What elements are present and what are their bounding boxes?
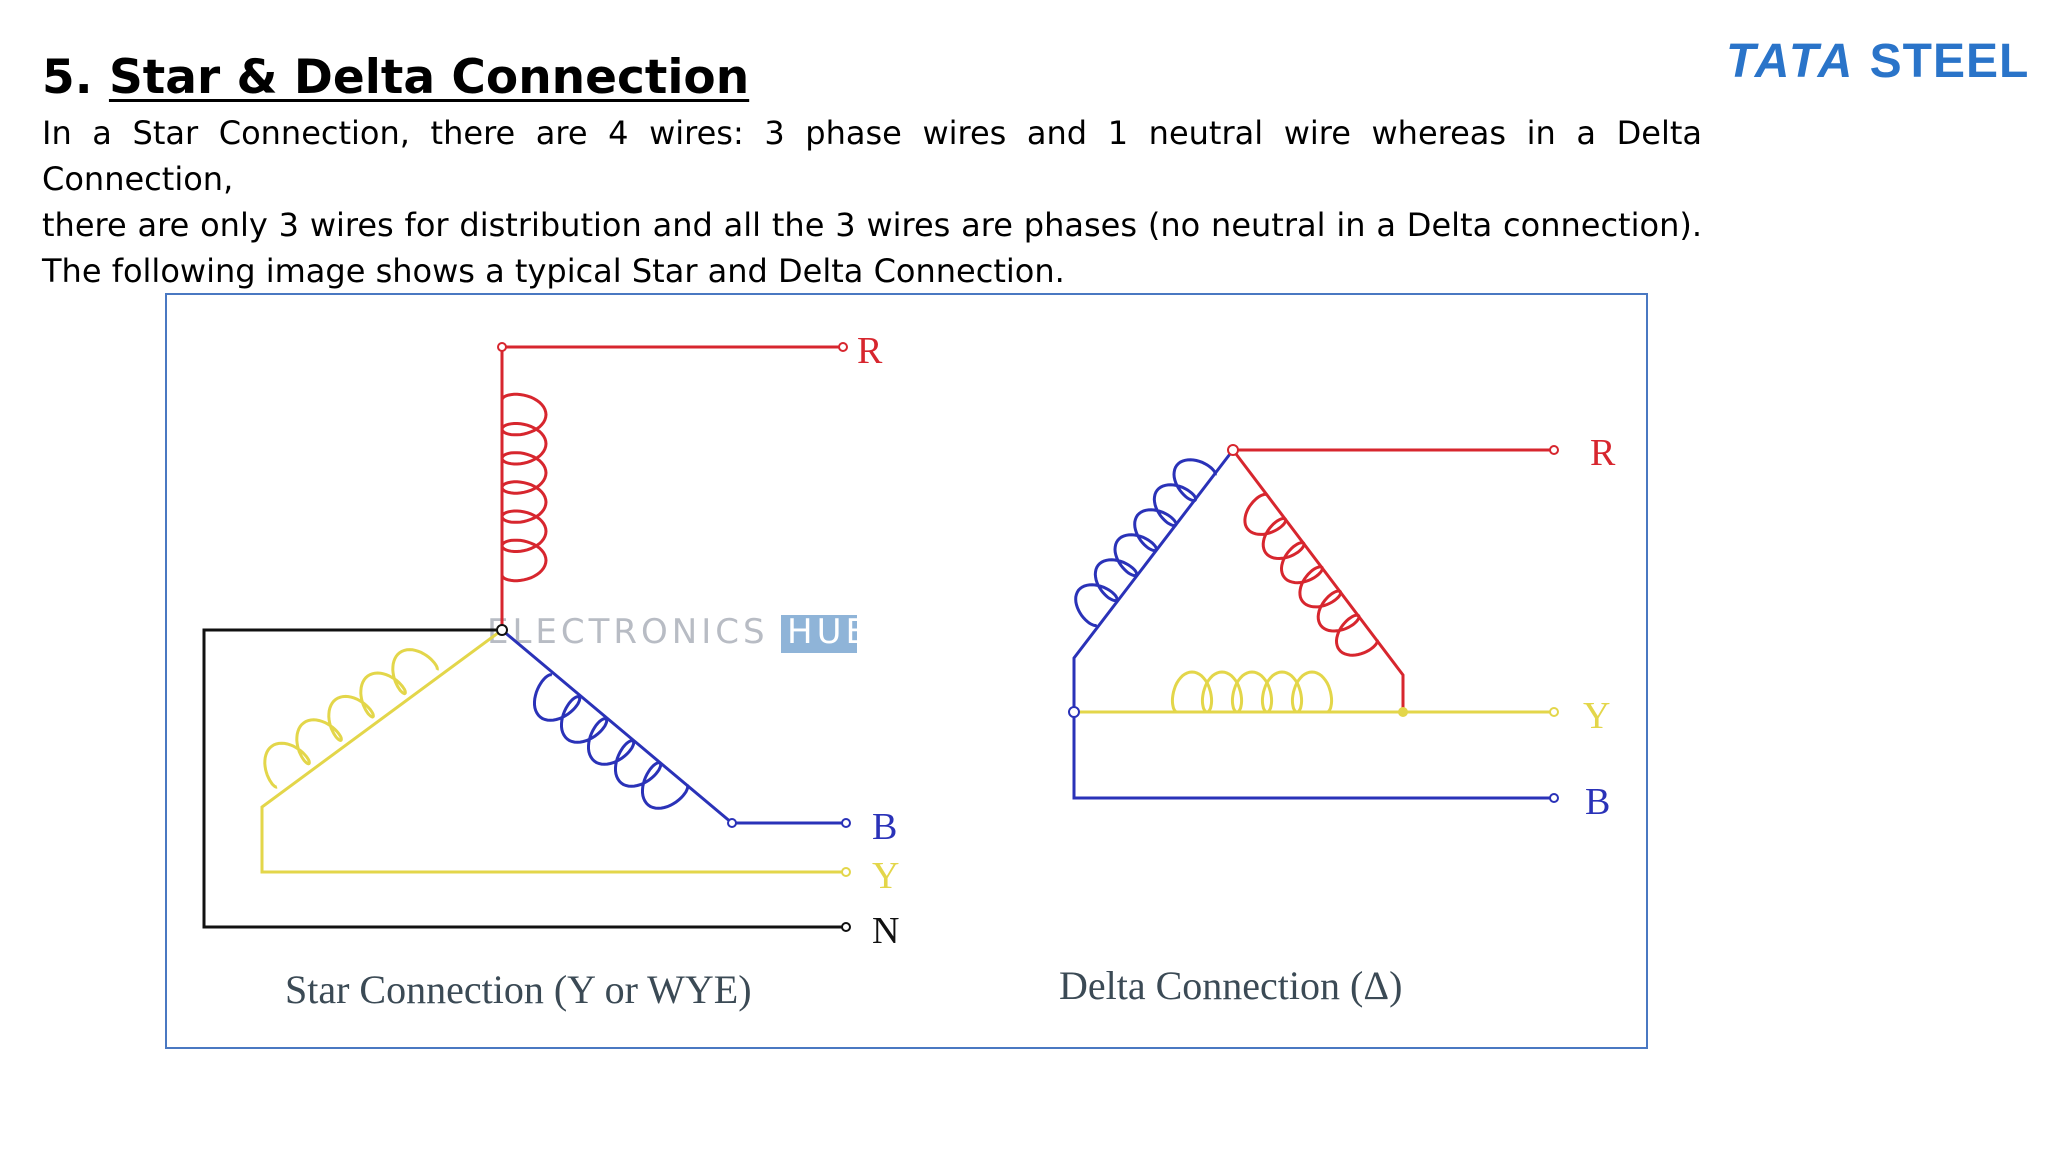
delta-connection: R Y B Delta Connection (Δ)	[1059, 432, 1616, 1008]
delta-red-branch	[1231, 449, 1405, 712]
star-connection: R B Y N Star Connection (Y or WYE)	[202, 330, 899, 1012]
delta-blue-coil	[1074, 458, 1217, 628]
star-label-r: R	[857, 330, 883, 372]
star-yellow-wire	[260, 628, 842, 874]
star-red-coil	[500, 392, 548, 583]
watermark: ELECTRONICS HUB	[487, 612, 873, 653]
section-number: 5.	[42, 50, 93, 105]
delta-label-r: R	[1590, 432, 1616, 474]
star-blue-coil	[533, 673, 690, 810]
delta-blue-wire	[1072, 449, 1550, 800]
watermark-text: ELECTRONICS	[487, 612, 769, 652]
star-blue-wire	[501, 628, 842, 825]
section-title: Star & Delta Connection	[108, 50, 750, 105]
star-b-terminal	[841, 818, 851, 828]
delta-label-b: B	[1585, 781, 1610, 823]
body-line: In a Star Connection, there are 4 wires:…	[42, 114, 1702, 198]
watermark-badge-text: HUB	[787, 612, 873, 652]
star-r-terminal	[838, 342, 848, 352]
body-line: there are only 3 wires for distribution …	[42, 206, 1702, 244]
star-caption: Star Connection (Y or WYE)	[285, 967, 752, 1012]
delta-label-y: Y	[1583, 695, 1610, 737]
delta-top-node	[1227, 444, 1239, 456]
star-label-y: Y	[872, 855, 899, 897]
star-red-node	[497, 342, 507, 352]
delta-b-terminal	[1549, 793, 1559, 803]
logo-word-steel: STEEL	[1869, 35, 2030, 88]
star-blue-node	[727, 818, 737, 828]
delta-red-coil	[1243, 492, 1379, 657]
star-neutral-wire	[202, 628, 842, 929]
delta-yellow-coil	[1170, 670, 1334, 714]
star-delta-diagram: ELECTRONICS HUB	[202, 330, 1616, 1012]
body-paragraph: In a Star Connection, there are 4 wires:…	[42, 110, 1702, 294]
watermark-badge	[781, 615, 857, 653]
star-label-n: N	[872, 910, 899, 952]
delta-r-terminal	[1549, 445, 1559, 455]
star-label-b: B	[872, 806, 897, 848]
delta-y-terminal	[1549, 707, 1559, 717]
tata-steel-logo: TATA STEEL	[1726, 34, 2029, 89]
body-line: The following image shows a typical Star…	[42, 252, 1065, 290]
star-n-terminal	[841, 922, 851, 932]
star-y-terminal	[841, 867, 851, 877]
delta-caption: Delta Connection (Δ)	[1059, 963, 1402, 1008]
star-delta-figure: ELECTRONICS HUB	[165, 293, 1648, 1049]
delta-left-node	[1068, 706, 1080, 718]
logo-word-tata: TATA	[1726, 35, 1856, 88]
delta-right-node	[1398, 707, 1408, 717]
star-point-node	[496, 624, 508, 636]
slide-title: 5. Star & Delta Connection	[42, 50, 749, 106]
star-yellow-coil	[263, 648, 439, 789]
